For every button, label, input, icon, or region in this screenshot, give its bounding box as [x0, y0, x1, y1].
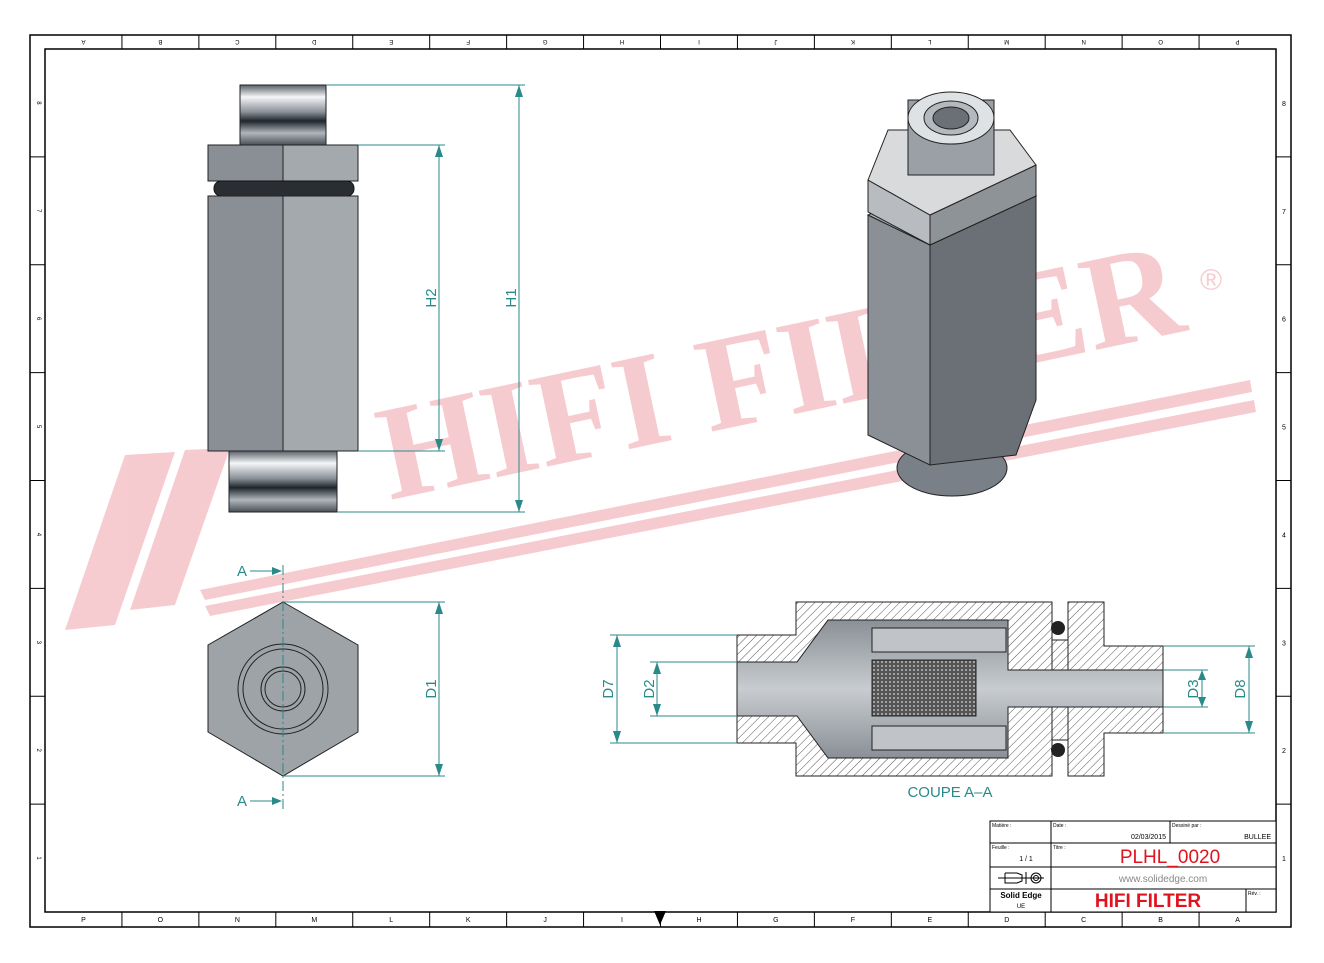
zone-column-label: G [773, 917, 778, 924]
zone-column-label: F [851, 917, 855, 924]
zone-column-label-top: E [389, 38, 393, 44]
zone-column-label-top: A [81, 38, 85, 44]
zone-column-label-top: N [1081, 38, 1085, 44]
drawn-by-label: Dessiné par : [1172, 823, 1201, 829]
watermark-registered: ® [1200, 264, 1222, 297]
zone-row-label: 7 [1282, 209, 1286, 216]
zone-row-label: 2 [1282, 748, 1286, 755]
zone-column-label-top: G [542, 38, 547, 44]
zone-row-label-left: 2 [35, 749, 41, 753]
section-mark-a-top: A [237, 563, 247, 580]
material-label: Matière : [992, 823, 1011, 829]
zone-row-label: 8 [1282, 101, 1286, 108]
zone-column-label: N [235, 917, 240, 924]
zone-column-label-top: M [1004, 38, 1009, 44]
section-view: D7 D2 D3 D8 COUPE A–A [600, 601, 1255, 801]
zone-column-label: D [1004, 917, 1009, 924]
end-view: A A D1 [207, 563, 445, 810]
software-sub: UE [1017, 904, 1025, 910]
dimension-d7: D7 [600, 679, 617, 698]
zone-row-label-left: 8 [35, 101, 41, 105]
zone-row-label-left: 3 [35, 641, 41, 645]
section-title: COUPE A–A [907, 784, 992, 801]
zone-column-label: I [621, 917, 623, 924]
zone-row-label: 6 [1282, 317, 1286, 324]
zone-column-label-top: F [466, 38, 470, 44]
zone-column-label: J [543, 917, 547, 924]
company-name: HIFI FILTER [1095, 891, 1202, 912]
zone-column-label: A [1235, 917, 1240, 924]
zone-column-label-top: H [620, 38, 624, 44]
zone-column-label-top: C [235, 38, 240, 44]
website: www.solidedge.com [1118, 874, 1207, 885]
front-view: H1 H2 [207, 84, 525, 513]
zone-column-label-top: K [851, 38, 855, 44]
dimension-h1: H1 [503, 288, 520, 307]
zone-row-label: 1 [1282, 856, 1286, 863]
zone-column-label: E [927, 917, 932, 924]
dimension-d2: D2 [641, 679, 658, 698]
section-mark-a-bottom: A [237, 793, 247, 810]
date-label: Date : [1053, 823, 1066, 829]
zone-column-label: O [158, 917, 164, 924]
zone-column-label-top: D [311, 38, 316, 44]
drawn-by-value: BULLEE [1244, 834, 1271, 841]
zone-column-label: B [1158, 917, 1163, 924]
zone-column-label: M [311, 917, 317, 924]
zone-column-label-top: P [1236, 38, 1240, 44]
zone-row-label: 5 [1282, 425, 1286, 432]
zone-column-label: K [466, 917, 471, 924]
revision-label: Rév. : [1248, 891, 1261, 897]
title-block: Matière : Date : 02/03/2015 Dessiné par … [989, 820, 1277, 913]
dimension-d8: D8 [1232, 679, 1249, 698]
sheet-label: Feuille : [992, 845, 1010, 851]
zone-column-label: P [81, 917, 86, 924]
date-value: 02/03/2015 [1131, 834, 1166, 841]
dimension-h2: H2 [423, 288, 440, 307]
isometric-view [866, 91, 1038, 497]
zone-row-label-left: 7 [35, 209, 41, 213]
zone-column-label-top: L [927, 38, 931, 44]
zone-column-label: C [1081, 917, 1086, 924]
software-name: Solid Edge [1000, 891, 1042, 900]
zone-column-label-top: I [698, 38, 700, 44]
zone-row-label-left: 4 [35, 533, 41, 537]
zone-row-label-left: 5 [35, 425, 41, 429]
zone-markers: P A O B N C M D L E K F J G I H H I G J F K E L D M C N B O A P 8 8 7 7 6 6 5 5… [30, 35, 1291, 927]
zone-column-label-top: B [158, 38, 162, 44]
dimension-d3: D3 [1185, 679, 1202, 698]
title-label: Titre : [1053, 845, 1066, 851]
zone-row-label: 3 [1282, 640, 1286, 647]
zone-column-label-top: J [774, 38, 777, 44]
zone-row-label-left: 6 [35, 317, 41, 321]
drawing-title: PLHL_0020 [1120, 847, 1220, 868]
zone-column-label: H [696, 917, 701, 924]
zone-column-label: L [389, 917, 393, 924]
center-mark-icon [654, 911, 666, 925]
projection-symbol-icon [998, 872, 1044, 884]
sheet-value: 1 / 1 [1019, 856, 1033, 863]
dimension-d1: D1 [423, 679, 440, 698]
zone-column-label-top: O [1158, 38, 1163, 44]
zone-row-label: 4 [1282, 532, 1286, 539]
zone-row-label-left: 1 [35, 856, 41, 860]
